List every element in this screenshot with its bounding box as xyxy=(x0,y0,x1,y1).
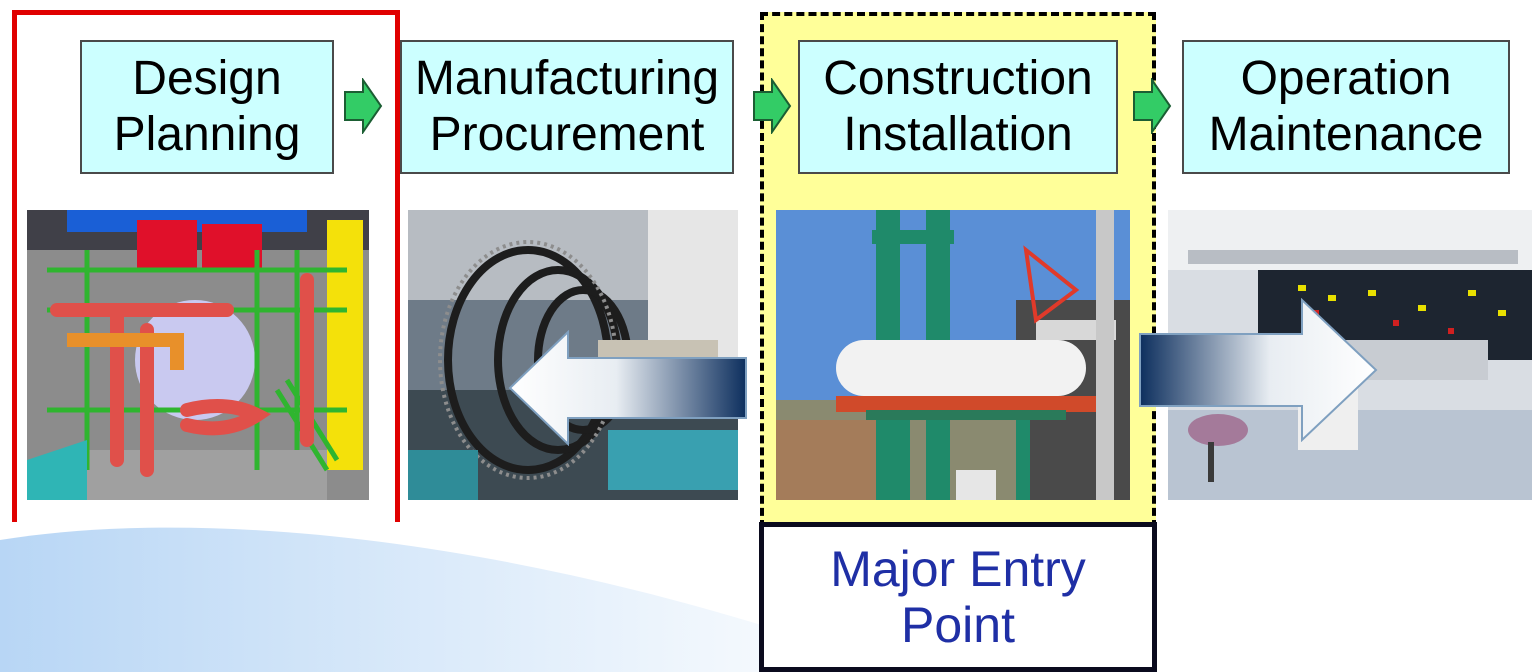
stage-operation-maintenance: Operation Maintenance xyxy=(1182,40,1510,174)
stage-label: Manufacturing Procurement xyxy=(414,52,720,161)
flow-arrow-icon xyxy=(753,78,792,134)
stage-label: Design Planning xyxy=(113,52,301,161)
steam-turbine-factory-image xyxy=(408,210,738,500)
stage-label: Operation Maintenance xyxy=(1208,52,1484,161)
right-arrow-icon xyxy=(1139,298,1378,442)
major-entry-point-callout: Major Entry Point xyxy=(759,522,1157,672)
left-arrow-icon xyxy=(508,330,747,446)
plant-3d-cad-model-image xyxy=(27,210,369,500)
flow-arrow-icon xyxy=(344,78,383,134)
flow-arrow-icon xyxy=(1133,78,1172,134)
stage-manufacturing-procurement: Manufacturing Procurement xyxy=(400,40,734,174)
stage-label: Construction Installation xyxy=(823,52,1093,161)
design-stage-outline xyxy=(12,10,400,522)
construction-crane-lifting-vessel-image xyxy=(776,210,1130,500)
callout-label: Major Entry Point xyxy=(830,541,1086,653)
stage-design-planning: Design Planning xyxy=(80,40,334,174)
stage-construction-installation: Construction Installation xyxy=(798,40,1118,174)
